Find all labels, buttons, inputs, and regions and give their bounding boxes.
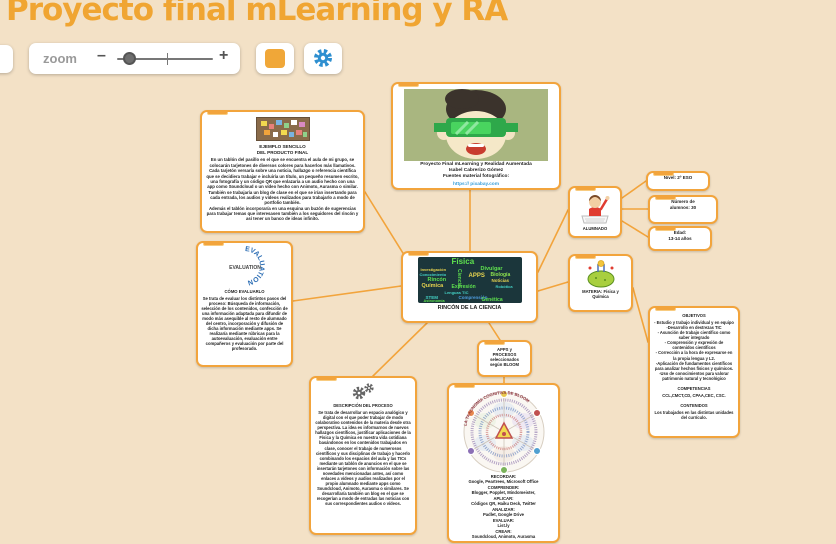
bloom-label: COMPRENDER: <box>487 484 520 490</box>
popple-materia[interactable]: Isabel MATERIA: Física y Química <box>568 254 633 312</box>
proyecto-text: Proyecto Final mLearning y Realidad Aume… <box>420 162 532 180</box>
popple-rincon[interactable]: Isabel Física Investigación Divulgar Con… <box>401 251 538 323</box>
evaluation-image: EVALUATION EVALUATION <box>229 246 265 286</box>
zoom-slider-tick <box>167 53 168 65</box>
color-swatch <box>265 49 285 68</box>
cloud-word: Noticias <box>491 278 510 283</box>
cloud-word: APPS <box>468 273 485 279</box>
cloud-word: Investigación <box>420 267 447 272</box>
ejemplo-title: EJEMPLO SENCILLO DEL PRODUCTO FINAL <box>256 144 309 155</box>
popple-numero-alumnos[interactable]: Isabel Número de alumnos: 30 <box>648 195 718 224</box>
zoom-slider-track[interactable] <box>117 58 213 60</box>
competencias-label: COMPETENCIAS <box>677 385 711 391</box>
pixabay-link[interactable]: https:// pixabay.com <box>452 181 500 187</box>
bloom-label: CREAR: <box>495 528 512 534</box>
edad-text: Edad: 13-14 años <box>668 230 692 241</box>
cloud-word: STEM <box>425 295 439 300</box>
bloom-label: EVALUAR: <box>492 517 515 523</box>
author-tag: Isabel <box>398 84 420 87</box>
author-tag: Isabel <box>408 253 430 256</box>
avatar-image <box>404 89 548 161</box>
zoom-in-button[interactable]: + <box>219 47 229 64</box>
apps-text: APPS y PROCESOS seleccionados según BLOO… <box>489 347 520 368</box>
bloom-apps: Soundcloud, Animoto, Aurasma <box>471 533 536 539</box>
zoom-slider-handle[interactable] <box>123 52 136 65</box>
evaluarlo-title: CÓMO EVALUARLO <box>224 289 265 294</box>
popple-apps-procesos[interactable]: Isabel APPS y PROCESOS seleccionados seg… <box>477 340 532 377</box>
popple-descripcion[interactable]: Isabel DESCRIPCIÓN DEL PROCESO Se trata … <box>309 376 417 535</box>
author-tag: Isabel <box>653 173 675 176</box>
zoom-label: zoom <box>43 51 77 66</box>
author-tag: Isabel <box>484 342 506 345</box>
popple-objetivos[interactable]: Isabel OBJETIVOS - Estudio y trabajo ind… <box>648 306 740 438</box>
gears-icon <box>352 383 374 400</box>
nivel-text: Nivel: 2º ESO <box>663 175 693 180</box>
cloud-word: Conocimiento <box>419 272 447 277</box>
contenidos-text: Los trabajados en las distintas unidades… <box>654 410 734 421</box>
cloud-word: Comprensión <box>458 295 488 300</box>
bloom-apps: Códigos QR, Haiku Deck, Twitter <box>471 501 536 507</box>
cloud-word: Rincón <box>427 277 447 283</box>
wordcloud-image: Física Investigación Divulgar Conocimien… <box>417 257 522 303</box>
cloud-word: Genética <box>481 297 503 303</box>
bloom-apps: Padlet, Google Drive <box>483 512 524 518</box>
descripcion-body: Se trata de desarrollar un espacio analó… <box>315 410 411 507</box>
cloud-word: Expresión <box>451 284 476 290</box>
popple-nivel[interactable]: Isabel Nivel: 2º ESO <box>646 171 710 191</box>
author-tag: Isabel <box>575 256 597 259</box>
popple-evaluarlo[interactable]: Isabel EVALUATION EVALUATION CÓMO EVALUA… <box>196 241 293 367</box>
author-tag: Isabel <box>575 188 597 191</box>
bloom-label: APLICAR: <box>493 495 514 501</box>
popple-alumnado[interactable]: Isabel ALUMNADO <box>568 186 622 238</box>
page-title: Proyecto final mLearning y RA <box>6 0 508 28</box>
author-tag: Isabel <box>655 228 677 231</box>
bloom-label: RECORDAR: <box>490 474 517 479</box>
cloud-word: Física <box>451 257 475 266</box>
cloud-word: Divulgar <box>480 266 503 272</box>
gear-icon <box>314 49 332 67</box>
zoom-panel: zoom – + <box>29 43 240 74</box>
numero-text: Número de alumnos: 30 <box>669 199 697 210</box>
student-image <box>581 195 610 224</box>
cloud-word: Robótica <box>495 284 513 289</box>
corkboard-image <box>255 117 310 141</box>
ejemplo-body: En un tablón del pasillo en el que se en… <box>206 157 359 222</box>
cloud-word: Astronomía <box>423 299 445 303</box>
bloom-wheel-image: LA TAXONOMÍA COGNITIVA DE BLOOM <box>462 390 544 474</box>
bloom-label: ANALIZAR: <box>492 506 515 512</box>
bloom-apps: List.ly <box>497 523 510 529</box>
author-tag: Isabel <box>207 112 229 115</box>
objetivos-bullets: - Estudio y trabajo individual y en equi… <box>654 320 734 381</box>
settings-button[interactable] <box>304 43 342 74</box>
competencias-text: CCL,CMCT,CD, CPAA,CEC, CSC. <box>662 392 726 398</box>
popple-proyecto[interactable]: Isabel Proyecto Final mLearning y Realid… <box>391 82 561 190</box>
descripcion-title: DESCRIPCIÓN DEL PROCESO <box>333 403 393 408</box>
bloom-apps: Google, Peartrees, Microsoft Office <box>468 479 539 485</box>
bloom-apps: Blogger, Popplet, Mindomeister, <box>471 490 536 496</box>
evaluarlo-body: Se trata de evaluar los distintos pasos … <box>201 296 288 352</box>
sidebar-stub-button[interactable] <box>0 45 13 73</box>
contenidos-label: CONTENIDOS <box>680 402 708 408</box>
author-tag: Isabel <box>655 308 677 311</box>
cloud-word: Química <box>421 283 444 289</box>
flask-image <box>587 260 614 288</box>
materia-caption: MATERIA: Física y Química <box>582 289 619 300</box>
evaluation-center-text: EVALUATION <box>229 265 261 271</box>
color-picker-button[interactable] <box>256 43 294 74</box>
author-tag: Isabel <box>203 243 225 246</box>
rincon-caption: RINCÓN DE LA CIENCIA <box>437 305 502 311</box>
popple-bloom[interactable]: Isabel LA TAXONOMÍA COGNIT <box>447 383 560 543</box>
alumnado-caption: ALUMNADO <box>582 226 608 231</box>
popple-edad[interactable]: Isabel Edad: 13-14 años <box>648 226 712 251</box>
popple-ejemplo[interactable]: Isabel EJEMPLO SENCILLO DEL PRODUCTO FIN… <box>200 110 365 233</box>
author-tag: Isabel <box>655 197 677 200</box>
zoom-out-button[interactable]: – <box>97 47 106 64</box>
cloud-word: Biología <box>490 272 511 278</box>
author-tag: Isabel <box>454 385 476 388</box>
objetivos-title: OBJETIVOS <box>682 313 706 318</box>
author-tag: Isabel <box>316 378 338 381</box>
cloud-word: Lenguas TIC <box>444 290 469 295</box>
